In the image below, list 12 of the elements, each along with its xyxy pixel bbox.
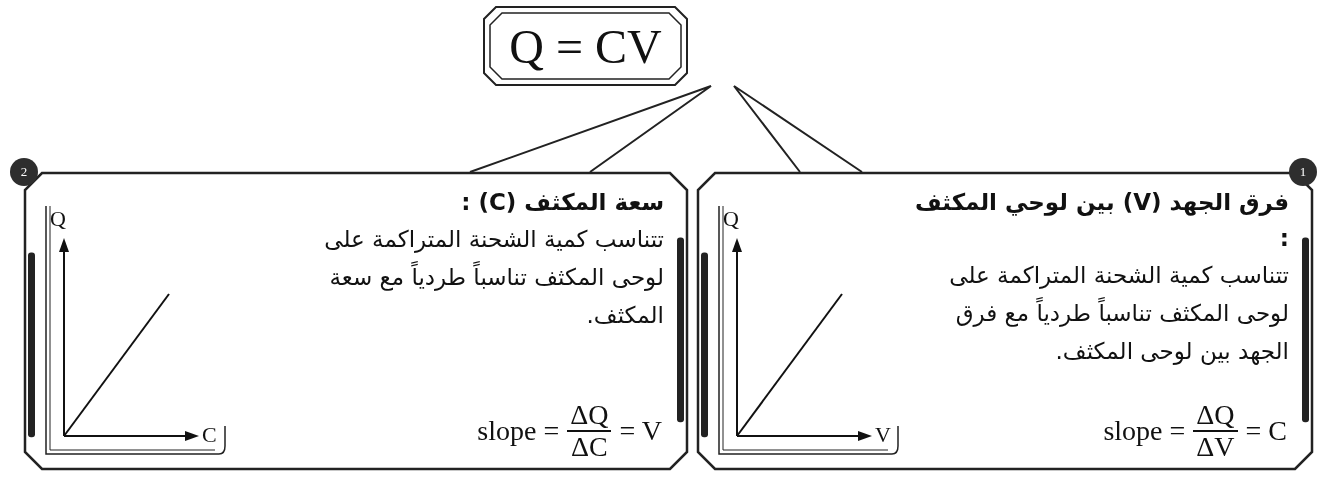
axis-label: C bbox=[202, 422, 217, 448]
axis-label: V bbox=[875, 422, 891, 448]
panel-text: تتناسب كمية الشحنة المتراكمة على لوحى المكثف تناسباً طردياً مع سعة المكثف. bbox=[323, 225, 664, 330]
equation: Q = CV bbox=[509, 18, 662, 74]
number-badge: 1 bbox=[1289, 158, 1317, 186]
number-badge: 2 bbox=[10, 158, 38, 186]
equation-box bbox=[483, 6, 688, 86]
axis-label: Q bbox=[723, 206, 739, 232]
panel-heading: سعة المكثف (C) : bbox=[460, 188, 664, 217]
axis-label: Q bbox=[50, 206, 66, 232]
panel-text: تتناسب كمية الشحنة المتراكمة على لوحى المكثف تناسباً طردياً مع فرق الجهد بين لوحى المكثف. bbox=[948, 261, 1289, 367]
panel-heading: فرق الجهد (V) بين لوحي المكثف : bbox=[913, 188, 1289, 253]
